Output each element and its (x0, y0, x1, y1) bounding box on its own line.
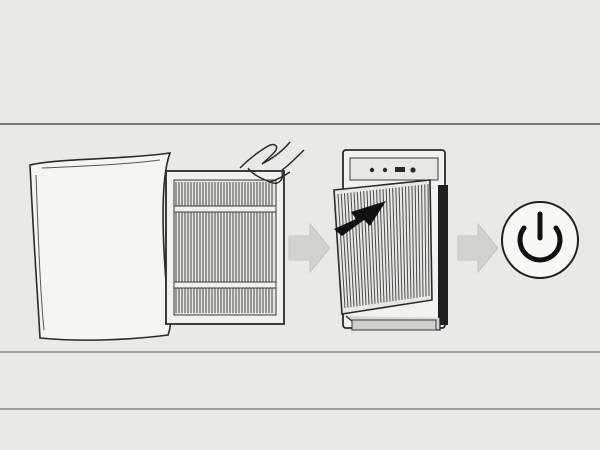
filter-slat (417, 185, 421, 298)
filter-slat (414, 185, 418, 298)
filter-slat (395, 187, 400, 301)
filter-slat (350, 192, 358, 307)
indicator-light (395, 167, 405, 172)
filter-slat (427, 183, 430, 297)
filter-cartridge-icon (333, 179, 433, 315)
filter-slat (401, 186, 406, 300)
filter-slat (392, 187, 397, 301)
insert-arrow-icon (334, 201, 386, 236)
filter-slat (405, 186, 409, 300)
filter-slat (424, 184, 427, 297)
indicator-light (369, 167, 375, 173)
filter-slat (388, 188, 394, 302)
filter-slat (340, 193, 349, 308)
step-power-on (501, 201, 579, 279)
step-arrow-1 (288, 222, 331, 274)
filter-slat (408, 186, 412, 299)
filter-slat (411, 185, 415, 299)
step-remove-bag (29, 141, 305, 341)
plastic-bag-icon (29, 152, 172, 341)
filter-slat (398, 187, 403, 300)
filter-slat (382, 188, 388, 303)
filter-slat (347, 192, 355, 307)
filter-slat (343, 193, 352, 308)
power-icon (517, 225, 563, 263)
filter-slat (421, 184, 424, 297)
filter-slat (385, 188, 391, 302)
indicator-light (410, 167, 416, 173)
indicator-light (382, 167, 388, 173)
step-arrow-2 (457, 222, 499, 274)
hand-icon (239, 141, 305, 183)
filter-slat (337, 193, 346, 309)
step-insert-filter (333, 149, 448, 331)
filter-panel-icon (165, 170, 285, 325)
